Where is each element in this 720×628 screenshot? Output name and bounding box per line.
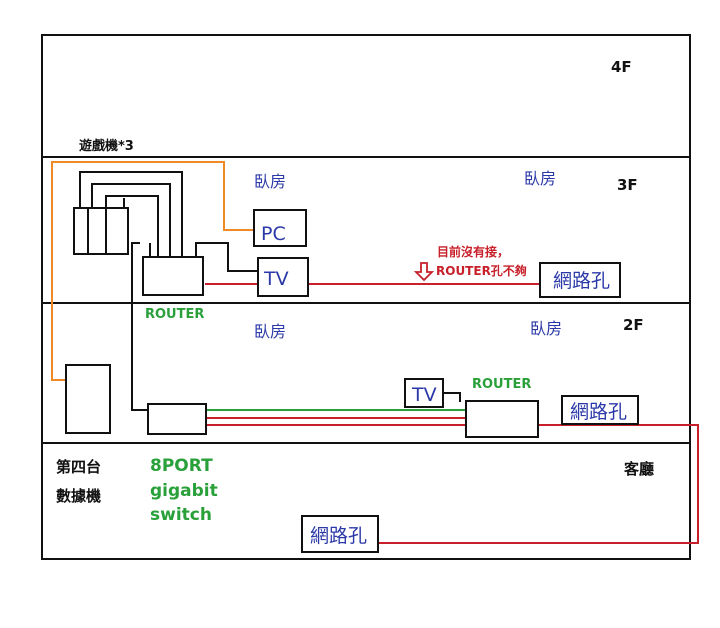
- room-label-3f-bedroom-left: 臥房: [254, 172, 286, 191]
- floor-label-4f: 4F: [611, 58, 632, 76]
- router-3f-to-switch-cable: [131, 242, 148, 411]
- game-consoles-label: 遊戲機*3: [79, 138, 134, 154]
- network-jack-3f-box: [539, 262, 621, 298]
- floor-label-3f: 3F: [617, 176, 638, 194]
- tv-3f-box: [257, 257, 309, 297]
- note-line-2: ROUTER孔不夠: [436, 263, 527, 278]
- switch-label-line1: 8PORT: [150, 456, 213, 476]
- modem-label-line2: 數據機: [56, 487, 101, 505]
- building-outline: [41, 34, 691, 560]
- modem-box: [65, 364, 111, 434]
- network-jack-1f-box: [301, 515, 379, 553]
- room-label-2f-bedroom-left: 臥房: [254, 322, 286, 341]
- room-label-2f-bedroom-right: 臥房: [530, 319, 562, 338]
- room-label-3f-bedroom-right: 臥房: [524, 169, 556, 188]
- network-jack-2f-box: [561, 395, 639, 425]
- note-line-1: 目前沒有接，: [437, 244, 509, 259]
- router-2f-box: [465, 400, 539, 438]
- switch-box: [147, 403, 207, 435]
- game-console-cables: [79, 171, 183, 258]
- tv-3f-label: TV: [263, 268, 289, 290]
- tv-2f-box: [404, 378, 444, 408]
- pc-box: [253, 209, 307, 247]
- floor-label-2f: 2F: [623, 316, 644, 334]
- pc-label: PC: [261, 223, 286, 245]
- network-jack-1f-label: 網路孔: [310, 525, 367, 547]
- router-2f-label: ROUTER: [472, 377, 531, 392]
- room-label-living-room: 客廳: [623, 460, 654, 478]
- game-consoles: [73, 207, 129, 255]
- switch-to-living-room-jack-cable: [206, 424, 699, 544]
- down-arrow-icon: [413, 262, 435, 282]
- modem-label-line1: 第四台: [56, 458, 101, 476]
- router-3f-box: [142, 256, 204, 296]
- tv-2f-label: TV: [411, 384, 437, 406]
- switch-label-line2: gigabit: [150, 481, 218, 501]
- network-jack-2f-label: 網路孔: [570, 401, 627, 423]
- switch-label-line3: switch: [150, 505, 212, 525]
- tv-2f-to-router-cable: [443, 392, 461, 402]
- network-jack-3f-label: 網路孔: [553, 270, 610, 292]
- router-3f-to-tv-cable: [195, 242, 258, 272]
- router-3f-label: ROUTER: [145, 307, 204, 322]
- pc-to-modem-cable: [51, 161, 254, 381]
